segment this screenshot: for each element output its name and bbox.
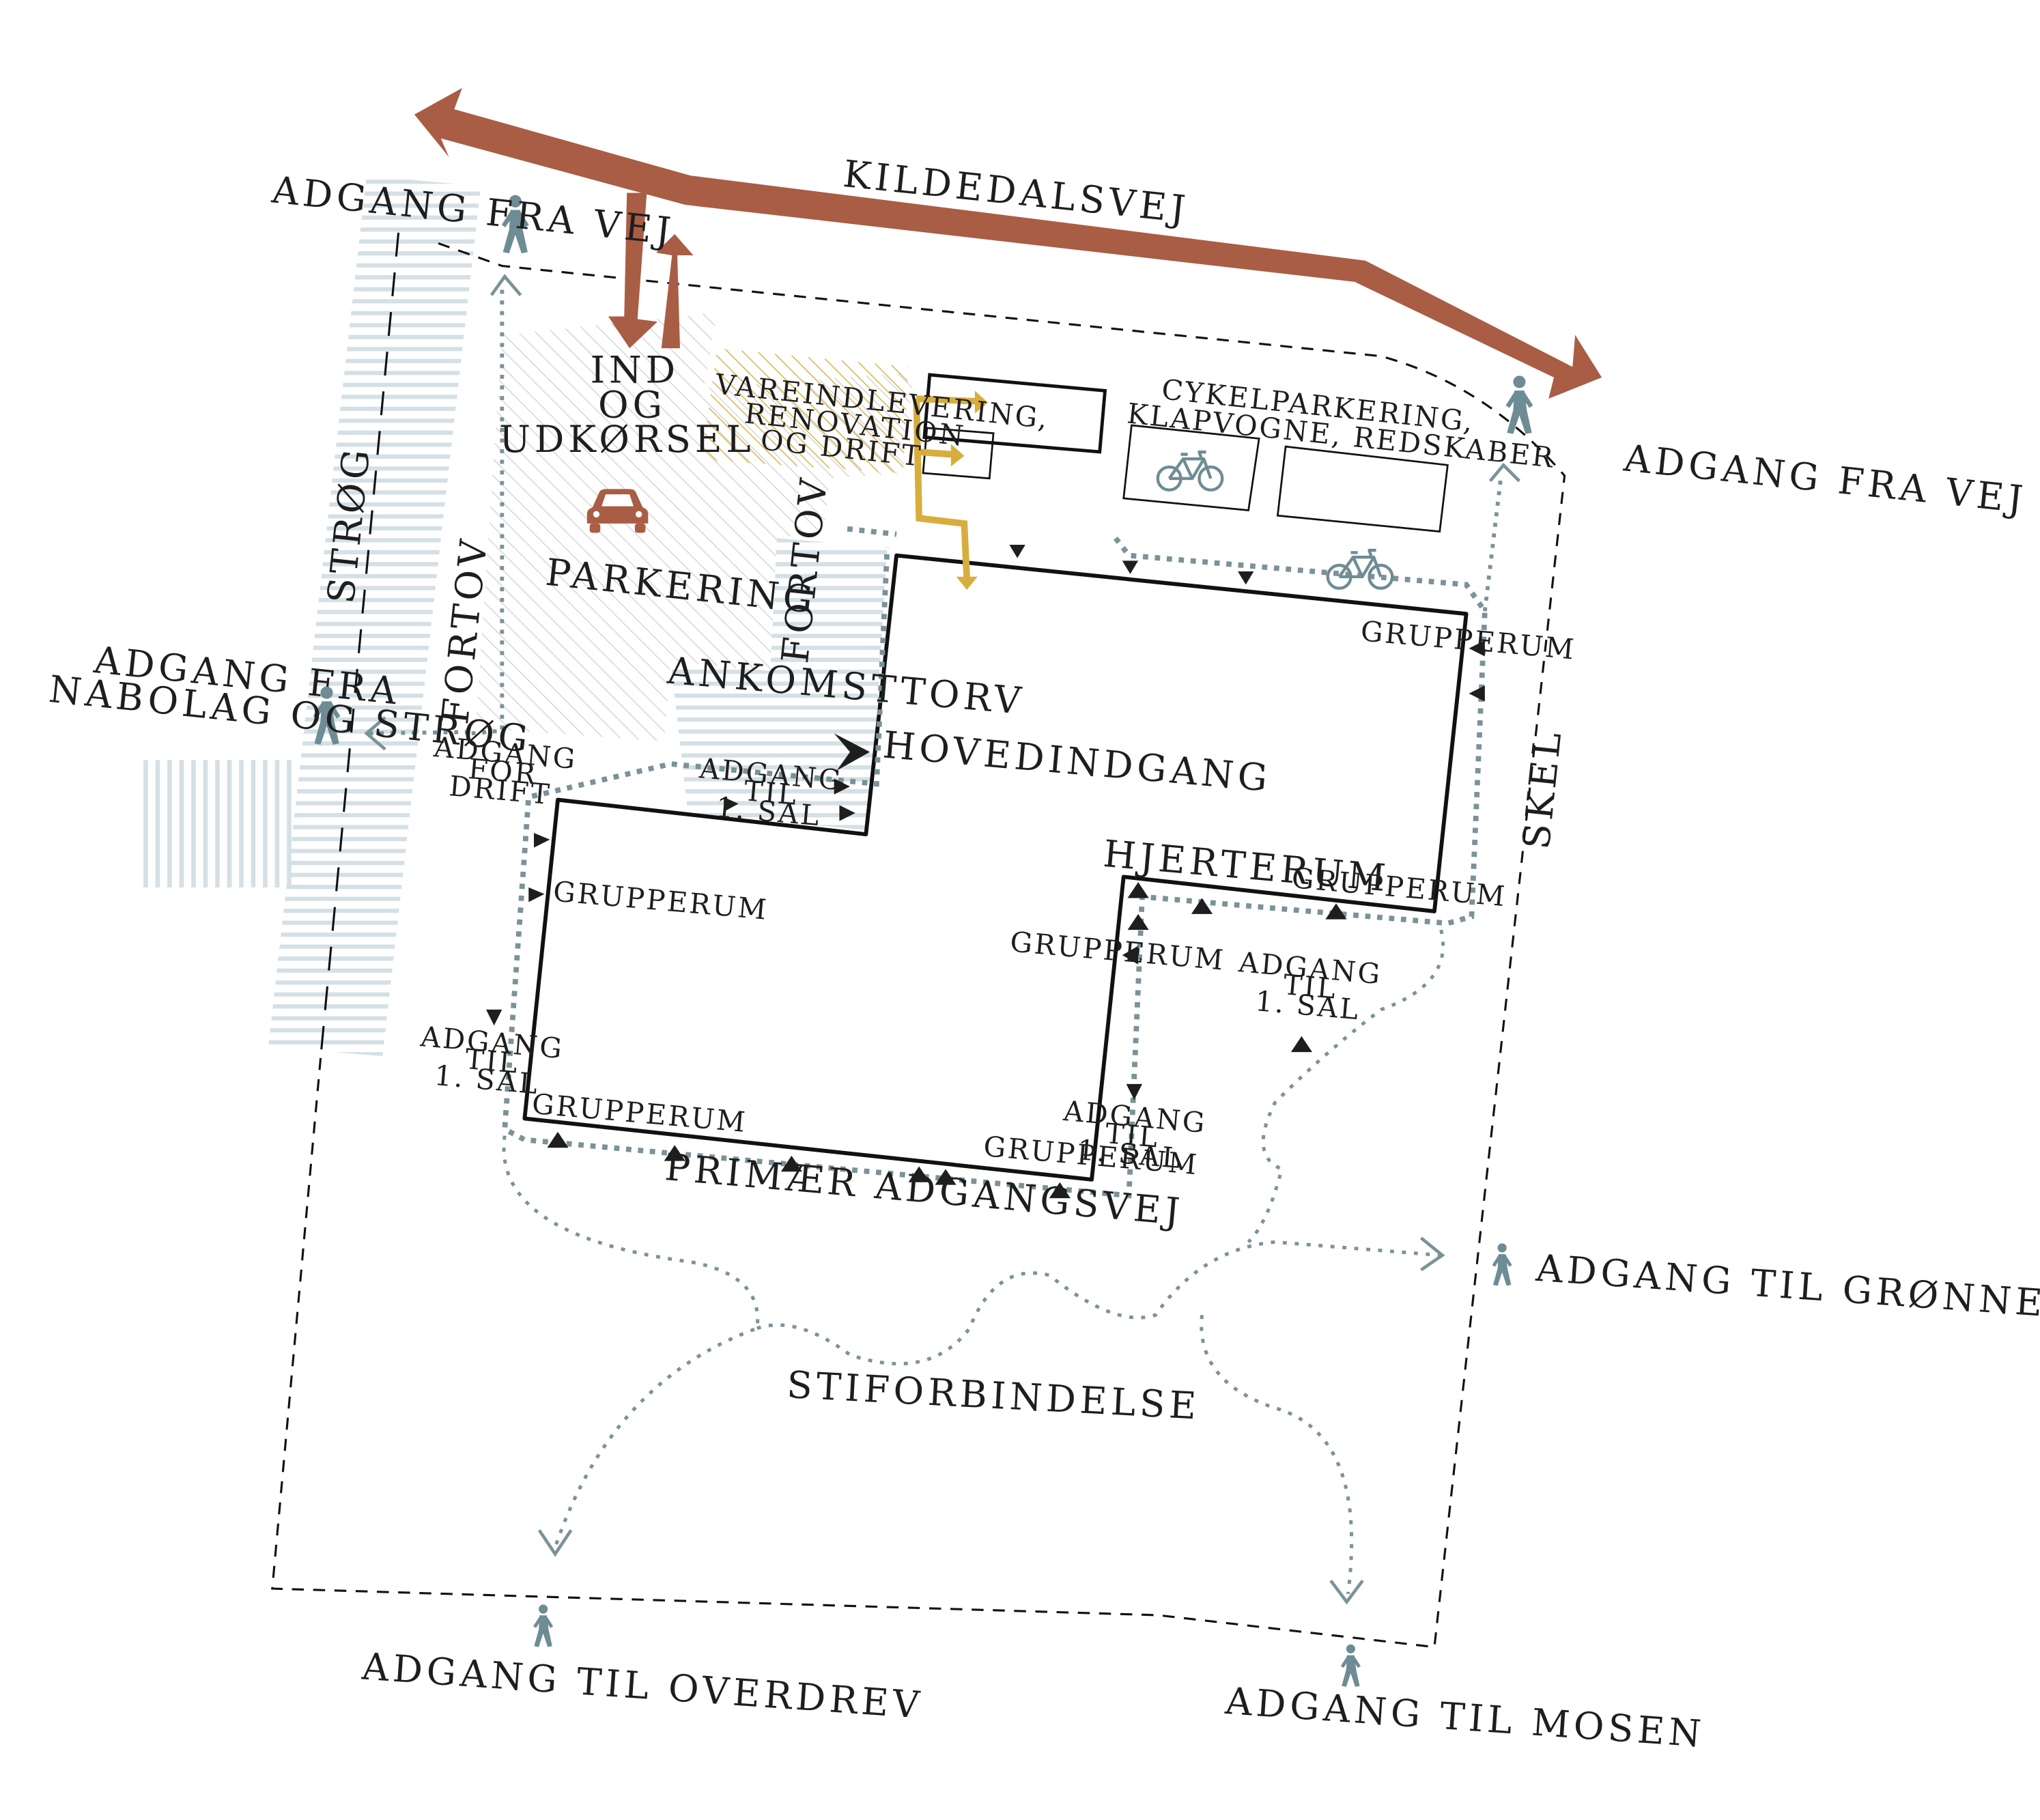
- label-udkorsel: UDKØRSEL: [499, 417, 754, 461]
- primary-access-route: [502, 526, 1488, 1199]
- path-from-hjerterum: [1247, 929, 1445, 1244]
- label-stiforbindelse: STIFORBINDELSE: [786, 1363, 1202, 1428]
- path-to-overdrev: [502, 1135, 760, 1548]
- outbuilding-1: [922, 373, 1107, 454]
- label-adgang-til-gronne-korridor: ADGANG TIL GRØNNE KORRIDOR: [1534, 1246, 2040, 1343]
- pedestrian-icon: [1340, 1644, 1361, 1687]
- bike-shed-2: [1276, 445, 1449, 533]
- label-adgang-sal-e-3: 1. SAL: [1254, 984, 1362, 1026]
- bike-shed-1: [1122, 424, 1260, 511]
- entrance-arrow-icon: [834, 733, 870, 771]
- pedestrian-icon: [1505, 375, 1533, 434]
- service-arrowheads: [950, 390, 989, 591]
- pedestrian-icon: [1492, 1243, 1512, 1286]
- label-adgang-sal-w-3: 1. SAL: [433, 1059, 541, 1100]
- label-ind: IND: [591, 348, 679, 392]
- service-routes: [913, 395, 978, 580]
- label-adgang-sal-e-2: TIL: [1282, 968, 1339, 1006]
- label-adgang-sal-c-2: TIL: [1104, 1117, 1161, 1154]
- main-building: [522, 553, 1469, 1182]
- label-skel: SKEL: [1514, 726, 1570, 851]
- site-boundary: [271, 242, 1566, 1649]
- bicycle-icon: [1328, 550, 1392, 588]
- label-adgang-fra-vej-ne: ADGANG FRA VEJ: [1621, 436, 2029, 522]
- label-adgang-sal-a-2: TIL: [743, 774, 799, 812]
- label-adgang-til-mosen: ADGANG TIL MOSEN: [1223, 1679, 1707, 1756]
- label-adgang-til-overdrev: ADGANG TIL OVERDREV: [360, 1644, 924, 1726]
- label-adgang-drift-2: FOR: [467, 752, 539, 791]
- label-og: OG: [598, 382, 666, 426]
- pedestrian-icon: [533, 1604, 554, 1647]
- access-markers: [485, 545, 1485, 1199]
- path-to-gronne-korridor: [756, 1240, 1441, 1366]
- label-adgang-sal-w-2: TIL: [464, 1042, 520, 1080]
- service-area: [701, 348, 909, 473]
- entry-arrow: [608, 193, 657, 349]
- strog-line: [320, 232, 400, 1050]
- strog-crossing: [143, 760, 292, 887]
- path-arrowheads: [364, 274, 1521, 1605]
- exit-arrow: [655, 233, 694, 349]
- ankomsttorv-area: [670, 538, 888, 831]
- strog-band: [268, 175, 481, 1056]
- outbuilding-2: [922, 427, 995, 480]
- bicycle-icon: [1158, 452, 1222, 490]
- path-to-mosen: [1200, 1315, 1354, 1595]
- ne-access-path: [1482, 478, 1503, 612]
